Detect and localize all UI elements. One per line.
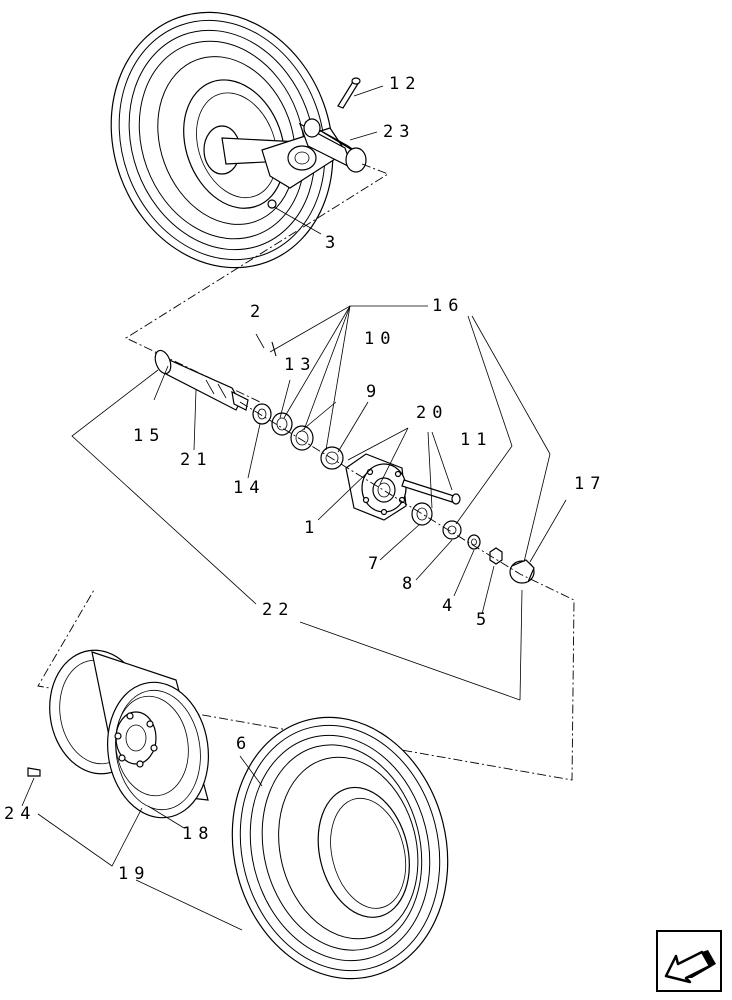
callout-7: 7 — [368, 554, 385, 574]
callout-23: 23 — [383, 122, 416, 142]
callout-13: 13 — [284, 355, 317, 375]
callout-24: 24 — [4, 804, 37, 824]
cup-10 — [290, 425, 314, 451]
callout-6: 6 — [236, 734, 253, 754]
callout-14: 14 — [233, 478, 266, 498]
callout-9: 9 — [366, 382, 383, 402]
valve-stem-24 — [27, 767, 41, 777]
callout-20: 20 — [416, 403, 449, 423]
top-wheel-assembly — [110, 11, 390, 403]
callout-4: 4 — [442, 596, 459, 616]
bolt-11 — [401, 479, 455, 503]
back-arrow-button[interactable] — [656, 930, 722, 992]
callout-17: 17 — [574, 474, 607, 494]
callout-10: 10 — [364, 329, 397, 349]
bearing-13 — [271, 412, 293, 436]
washer-4 — [467, 534, 481, 550]
rim-assembly — [21, 649, 243, 931]
callout-18: 18 — [182, 824, 215, 844]
callout-12: 12 — [389, 74, 422, 94]
washer-8 — [442, 520, 462, 540]
callout-11: 11 — [460, 430, 493, 450]
nut-3 — [267, 199, 277, 209]
callout-5: 5 — [476, 610, 493, 630]
callout-21: 21 — [180, 450, 213, 470]
callout-3: 3 — [325, 233, 342, 253]
bearing-7 — [411, 502, 433, 526]
nut-5 — [489, 547, 503, 565]
pin-2 — [271, 341, 277, 357]
middle-hub-assembly — [37, 305, 575, 781]
seal-14 — [252, 403, 272, 425]
back-arrow-icon — [664, 950, 716, 984]
callout-19: 19 — [118, 864, 151, 884]
bottom-tire — [231, 716, 449, 980]
callout-22: 22 — [262, 600, 295, 620]
callout-8: 8 — [402, 574, 419, 594]
callout-16: 16 — [432, 296, 465, 316]
callout-2: 2 — [250, 302, 267, 322]
callout-1: 1 — [304, 518, 321, 538]
callout-15: 15 — [133, 426, 166, 446]
